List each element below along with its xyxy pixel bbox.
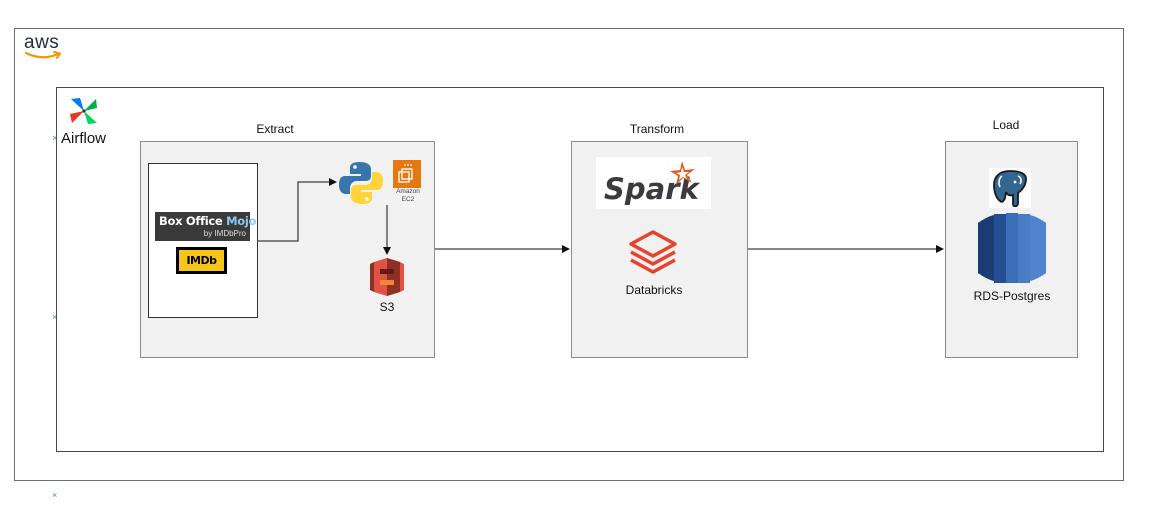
load-title: Load [992, 118, 1020, 132]
connection-marker: × [52, 312, 58, 322]
transform-title: Transform [629, 122, 685, 136]
s3-label: S3 [379, 300, 395, 314]
box-office-mojo-logo: Box Office Mojo by IMDbPro [155, 212, 256, 241]
ec2-label-line2: EC2 [401, 196, 415, 203]
arrow-sources-to-python [258, 178, 337, 242]
imdb-logo-text: IMDb [179, 250, 224, 271]
databricks-layers-icon [629, 230, 677, 274]
connection-marker: × [52, 490, 58, 500]
rds-database-icon [978, 213, 1046, 283]
postgres-elephant-icon [989, 168, 1031, 208]
bom-logo-text: Box Office [159, 214, 227, 228]
airflow-label: Airflow [61, 130, 107, 147]
spark-logo-graphic: Spark [604, 161, 701, 206]
extract-title: Extract [256, 122, 294, 136]
imdb-logo: IMDb [176, 247, 227, 274]
airflow-frame [56, 87, 1104, 452]
s3-bucket-icon [370, 258, 404, 296]
python-icon [339, 162, 383, 204]
connection-marker: × [52, 133, 58, 143]
aws-smile-icon [24, 51, 61, 59]
airflow-pinwheel-icon [67, 96, 101, 126]
rds-postgres-label: RDS-Postgres [973, 289, 1051, 303]
aws-logo: aws [24, 32, 59, 54]
ec2-icon [393, 160, 421, 188]
ec2-label: Amazon EC2 [388, 188, 428, 204]
spark-logo: Spark [596, 157, 711, 209]
aws-logo-text: aws [24, 32, 60, 53]
bom-logo-mojo-text: Mojo [226, 214, 257, 228]
aws-cloud-frame [14, 28, 1124, 481]
bom-logo-subtitle: by IMDbPro [203, 229, 246, 238]
databricks-label: Databricks [625, 283, 683, 297]
ec2-label-line1: Amazon [396, 188, 420, 195]
